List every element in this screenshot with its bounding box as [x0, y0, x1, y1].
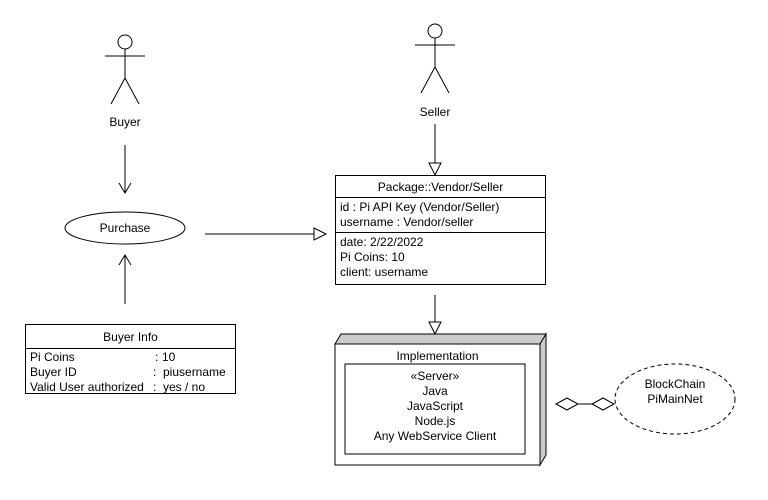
implementation-node-box[interactable]: [334, 332, 547, 467]
vendor-attr-date: date: 2/22/2022: [340, 235, 424, 249]
buyer-info-divider: [26, 348, 235, 349]
purchase-usecase-ellipse[interactable]: [64, 211, 186, 245]
server-java: Java: [422, 384, 448, 398]
vendor-class-divider-1: [336, 197, 545, 198]
buyer-info-sep-0: :: [155, 350, 159, 364]
implementation-blockchain-connector: [554, 397, 616, 411]
implementation-title: Implementation: [396, 349, 479, 363]
server-javascript: JavaScript: [406, 399, 464, 413]
vendor-class-divider-2: [336, 232, 545, 233]
server-nodejs: Node.js: [414, 414, 456, 428]
buyer-info-title: Buyer Info: [103, 330, 158, 344]
buyer-info-value-2: yes / no: [163, 380, 206, 394]
buyer-info-value-0: 10: [162, 350, 176, 364]
seller-actor-label: Seller: [419, 105, 451, 119]
buyer-info-key-2: Valid User authorized: [30, 380, 144, 394]
server-webservice-client: Any WebService Client: [373, 429, 497, 443]
server-stereotype: «Server»: [410, 369, 460, 383]
vendor-attr-username: username : Vendor/seller: [340, 215, 474, 229]
purchase-to-vendor-arrow: [205, 227, 328, 241]
buyer-info-key-1: Buyer ID: [30, 365, 77, 379]
vendor-attr-id: id : Pi API Key (Vendor/Seller): [340, 200, 500, 214]
buyer-to-purchase-arrow: [118, 145, 132, 194]
purchase-usecase-label: Purchase: [99, 221, 151, 235]
buyer-info-sep-1: :: [153, 365, 157, 379]
blockchain-label-line2: PiMainNet: [647, 392, 703, 406]
seller-to-vendor-arrow: [428, 124, 442, 177]
buyer-info-key-0: Pi Coins: [30, 350, 75, 364]
vendor-attr-client: client: username: [340, 265, 429, 279]
buyer-info-class[interactable]: Buyer Info Pi Coins : 10 Buyer ID : pius…: [25, 324, 236, 394]
buyerinfo-to-purchase-arrow: [118, 254, 132, 304]
vendor-attr-picoins: Pi Coins: 10: [340, 250, 405, 264]
vendor-to-implementation-arrow: [428, 295, 442, 336]
server-component-box: [344, 363, 526, 455]
buyer-info-sep-2: :: [153, 380, 157, 394]
vendor-class-title: Package::Vendor/Seller: [377, 180, 504, 194]
blockchain-ellipse[interactable]: [614, 363, 736, 435]
buyer-actor-figure: [105, 34, 145, 105]
vendor-seller-class[interactable]: Package::Vendor/Seller id : Pi API Key (…: [335, 175, 546, 285]
seller-actor-figure: [415, 23, 455, 94]
buyer-actor-label: Buyer: [109, 115, 141, 129]
blockchain-label-line1: BlockChain: [644, 377, 706, 391]
buyer-info-value-1: piusername: [163, 365, 226, 379]
